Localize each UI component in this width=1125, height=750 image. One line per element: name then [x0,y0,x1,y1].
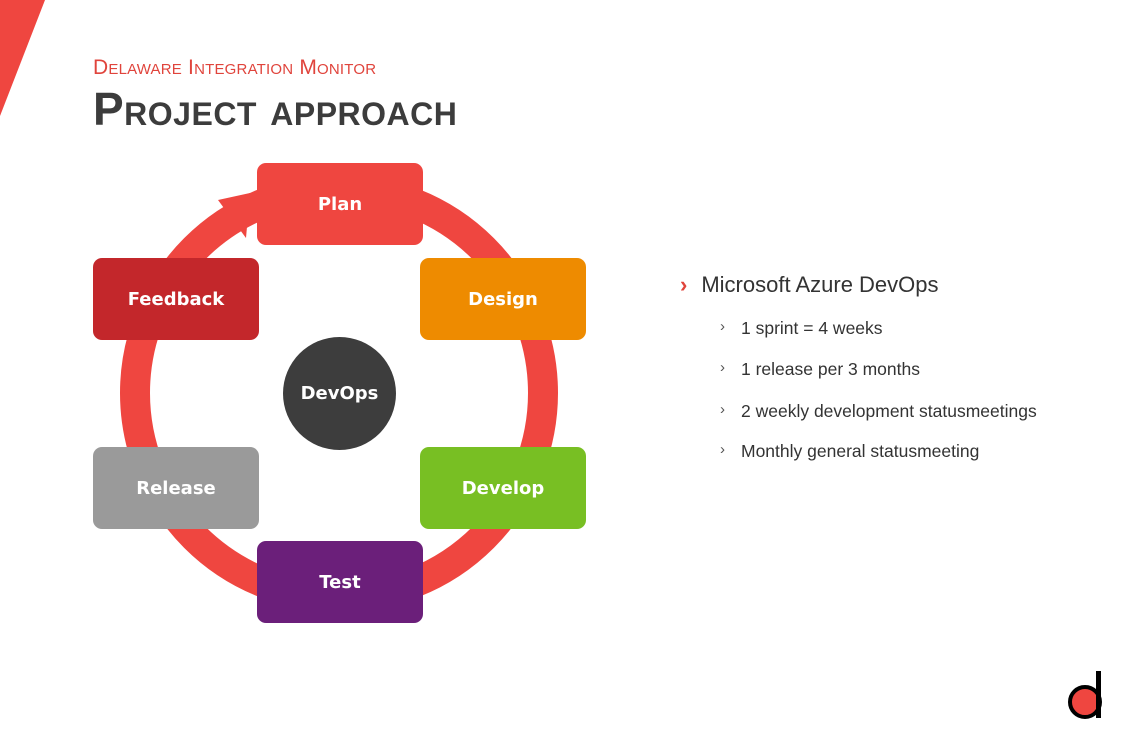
step-test: Test [257,541,423,623]
slide-subtitle: Delaware Integration Monitor [93,56,377,79]
bullet-sub-text: 1 release per 3 months [741,359,920,379]
bullet-main-text: Microsoft Azure DevOps [701,272,939,297]
step-feedback: Feedback [93,258,259,340]
chevron-right-icon: › [680,272,688,297]
chevron-right-icon: › [720,401,725,418]
bullet-sub-text: 2 weekly development statusmeetings [741,401,1037,421]
chevron-right-icon: › [720,359,725,376]
step-release: Release [93,447,259,529]
bullet-sub-text: 1 sprint = 4 weeks [741,318,883,338]
bullet-sub: › 1 sprint = 4 weeks [720,318,883,339]
cycle-arrowhead-icon [218,193,250,238]
bullet-sub: › 2 weekly development statusmeetings [720,401,1037,422]
chevron-right-icon: › [720,318,725,335]
slide-title: Project approach [93,83,458,135]
center-devops: DevOps [283,337,396,450]
step-develop: Develop [420,447,586,529]
chevron-right-icon: › [720,441,725,458]
step-design: Design [420,258,586,340]
delaware-logo [1068,671,1102,719]
bullet-sub: › Monthly general statusmeeting [720,441,979,462]
bullet-sub-text: Monthly general statusmeeting [741,441,980,461]
bullet-sub: › 1 release per 3 months [720,359,920,380]
step-plan: Plan [257,163,423,245]
corner-accent [0,0,45,116]
bullet-main: › Microsoft Azure DevOps [680,272,939,298]
